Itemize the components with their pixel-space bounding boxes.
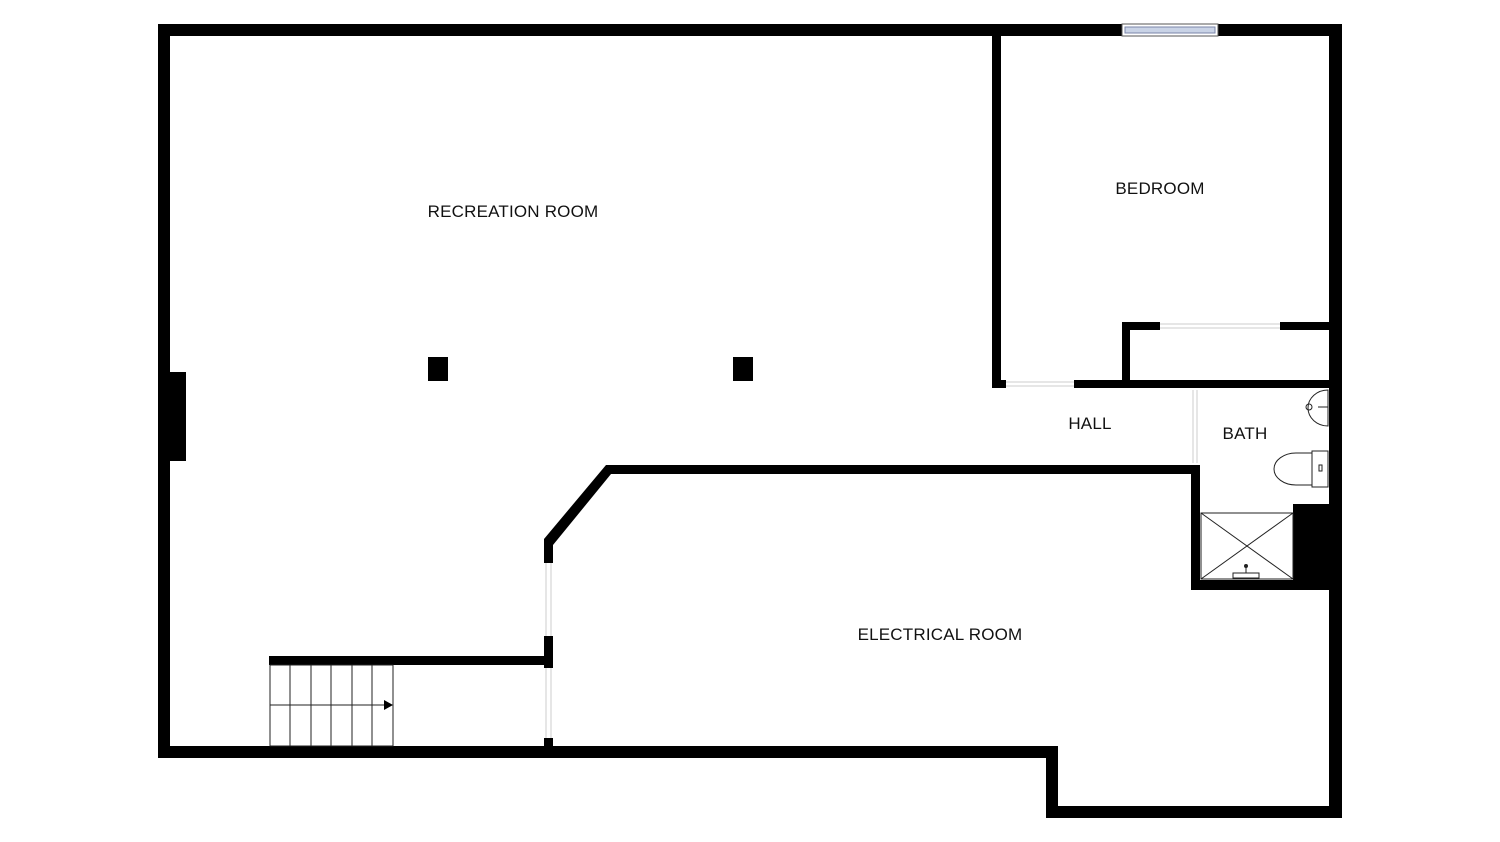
- column-icon: [428, 357, 448, 381]
- sink-icon: [1305, 389, 1329, 427]
- door-openings: [545, 323, 1280, 738]
- toilet-icon: [1273, 450, 1329, 488]
- wall-bedroom-bottom-b: [1074, 380, 1334, 388]
- window-icon: [1121, 23, 1219, 37]
- wall-closet-left: [1122, 322, 1130, 384]
- stairs-icon: [269, 664, 394, 747]
- wall-bath-bottom: [1191, 580, 1341, 590]
- room-label-electrical: ELECTRICAL ROOM: [858, 625, 1023, 644]
- room-label-hall: HALL: [1068, 414, 1111, 433]
- wall-bath-left: [1191, 465, 1200, 590]
- wall-stair-top: [269, 656, 553, 665]
- column-icon: [733, 357, 753, 381]
- walls: [158, 24, 1342, 818]
- room-label-recreation: RECREATION ROOM: [428, 202, 599, 221]
- wall-closet-top-b: [1280, 322, 1332, 330]
- wall-bottom-jog: [1046, 746, 1058, 818]
- wall-electrical-left-c: [544, 738, 553, 750]
- wall-top: [158, 24, 1342, 36]
- wall-electrical-top: [544, 465, 1200, 545]
- wall-electrical-left-b: [544, 636, 553, 668]
- room-label-bath: BATH: [1223, 424, 1268, 443]
- room-label-bedroom: BEDROOM: [1115, 179, 1204, 198]
- fireplace-block: [158, 372, 186, 461]
- shower-icon: [1200, 512, 1294, 580]
- wall-bottom-right: [1046, 806, 1342, 818]
- wall-bedroom-bottom-a: [992, 380, 1006, 388]
- wall-bedroom-left: [992, 32, 1001, 388]
- wall-right: [1329, 24, 1342, 818]
- bath-chase-block: [1293, 504, 1341, 590]
- wall-electrical-left-a: [544, 539, 553, 563]
- room-labels: RECREATION ROOM BEDROOM HALL BATH ELECTR…: [428, 179, 1268, 644]
- wall-closet-top-a: [1122, 322, 1160, 330]
- wall-bottom-left: [158, 746, 1058, 758]
